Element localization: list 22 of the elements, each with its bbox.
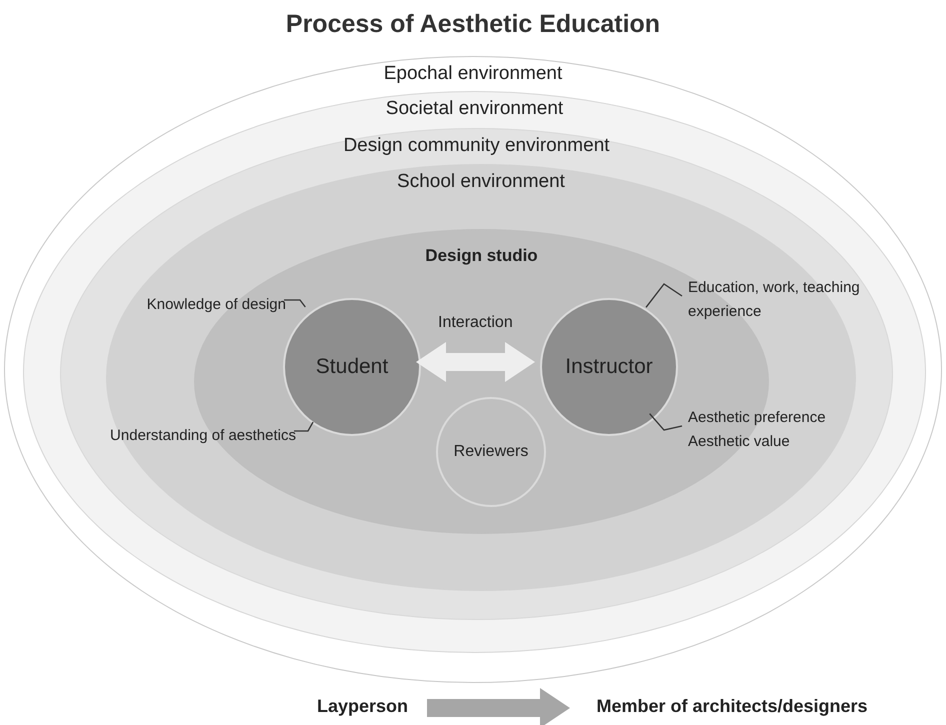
role-label: Student (316, 355, 388, 379)
role-label: Reviewers (454, 443, 528, 461)
annotation-text: Member of architects/designers (595, 695, 869, 718)
environment-label: School environment (397, 171, 565, 193)
annotation-text: Knowledge of design (146, 295, 286, 315)
environment-label: Design community environment (343, 135, 610, 157)
annotation-text: Education, work, teaching experience (688, 278, 861, 322)
leader-line (284, 299, 306, 308)
double-arrow (416, 342, 535, 382)
diagram-title: Process of Aesthetic Education (284, 10, 662, 39)
arrow (427, 688, 570, 725)
leader-line (294, 422, 314, 432)
environment-label: Societal environment (386, 98, 564, 120)
annotation-text: Understanding of aesthetics (109, 426, 296, 446)
annotation-text: Layperson (316, 695, 410, 718)
leader-line (649, 413, 682, 431)
leader-line (646, 283, 682, 308)
environment-label: Design studio (425, 246, 538, 266)
environment-label: Epochal environment (384, 63, 562, 85)
annotation-text: Aesthetic preference (688, 408, 827, 428)
annotation-text: Aesthetic value (688, 432, 791, 452)
role-label: Instructor (565, 355, 653, 379)
